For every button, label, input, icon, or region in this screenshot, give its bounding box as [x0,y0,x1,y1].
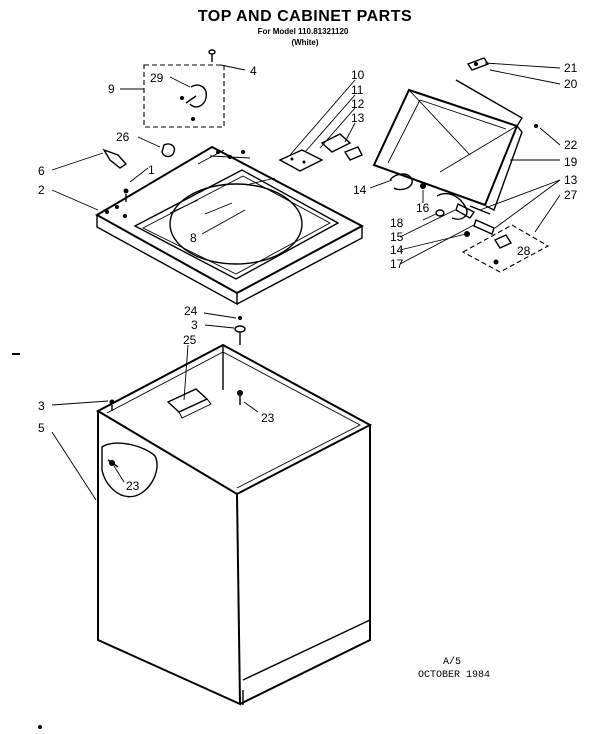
callout-11: 11 [351,83,364,97]
callout-25: 25 [183,333,197,347]
revision-code: A/5 [443,656,461,668]
callout-17: 17 [390,257,404,271]
callout-3-left: 3 [38,399,45,413]
callout-23-left: 23 [126,479,140,493]
callout-24: 24 [184,304,198,318]
lid [372,79,523,220]
small-parts-left [102,49,216,202]
callout-15: 15 [390,230,404,244]
callout-20: 20 [564,77,578,91]
callout-1: 1 [148,163,155,177]
callout-9: 9 [108,82,115,96]
leader-lines [51,62,561,501]
revision-date: OCTOBER 1984 [418,670,490,681]
part-group-29 [143,64,225,128]
callout-18: 18 [390,216,404,230]
callout-14-top: 14 [353,183,367,197]
callout-13-right: 13 [564,173,578,187]
callout-14-bottom: 14 [390,243,404,257]
color-note: (White) [291,38,318,47]
callout-8: 8 [190,231,197,245]
callout-10: 10 [351,68,365,82]
callout-22: 22 [564,138,578,152]
callout-4: 4 [250,64,257,78]
callout-3-top: 3 [191,318,198,332]
callout-2: 2 [38,183,45,197]
model-number: For Model 110.81321120 [258,27,349,36]
diagram-title: TOP AND CABINET PARTS [198,8,412,25]
callout-5: 5 [38,421,45,435]
callout-21: 21 [564,61,578,75]
callout-23-right: 23 [261,411,275,425]
callout-labels: 4 29 9 26 1 6 2 8 10 11 12 13 21 20 22 1… [38,61,578,493]
callout-16: 16 [416,201,430,215]
small-parts-right [389,57,550,273]
hinge-bracket [278,133,363,172]
cabinet [95,316,373,706]
callout-27: 27 [564,188,578,202]
callout-28: 28 [517,244,531,258]
page-dot [38,725,42,729]
callout-29: 29 [150,71,164,85]
callout-26: 26 [116,130,130,144]
callout-13-top: 13 [351,111,365,125]
callout-19: 19 [564,155,578,169]
callout-6: 6 [38,164,45,178]
top-panel [94,145,365,306]
callout-12: 12 [351,97,365,111]
